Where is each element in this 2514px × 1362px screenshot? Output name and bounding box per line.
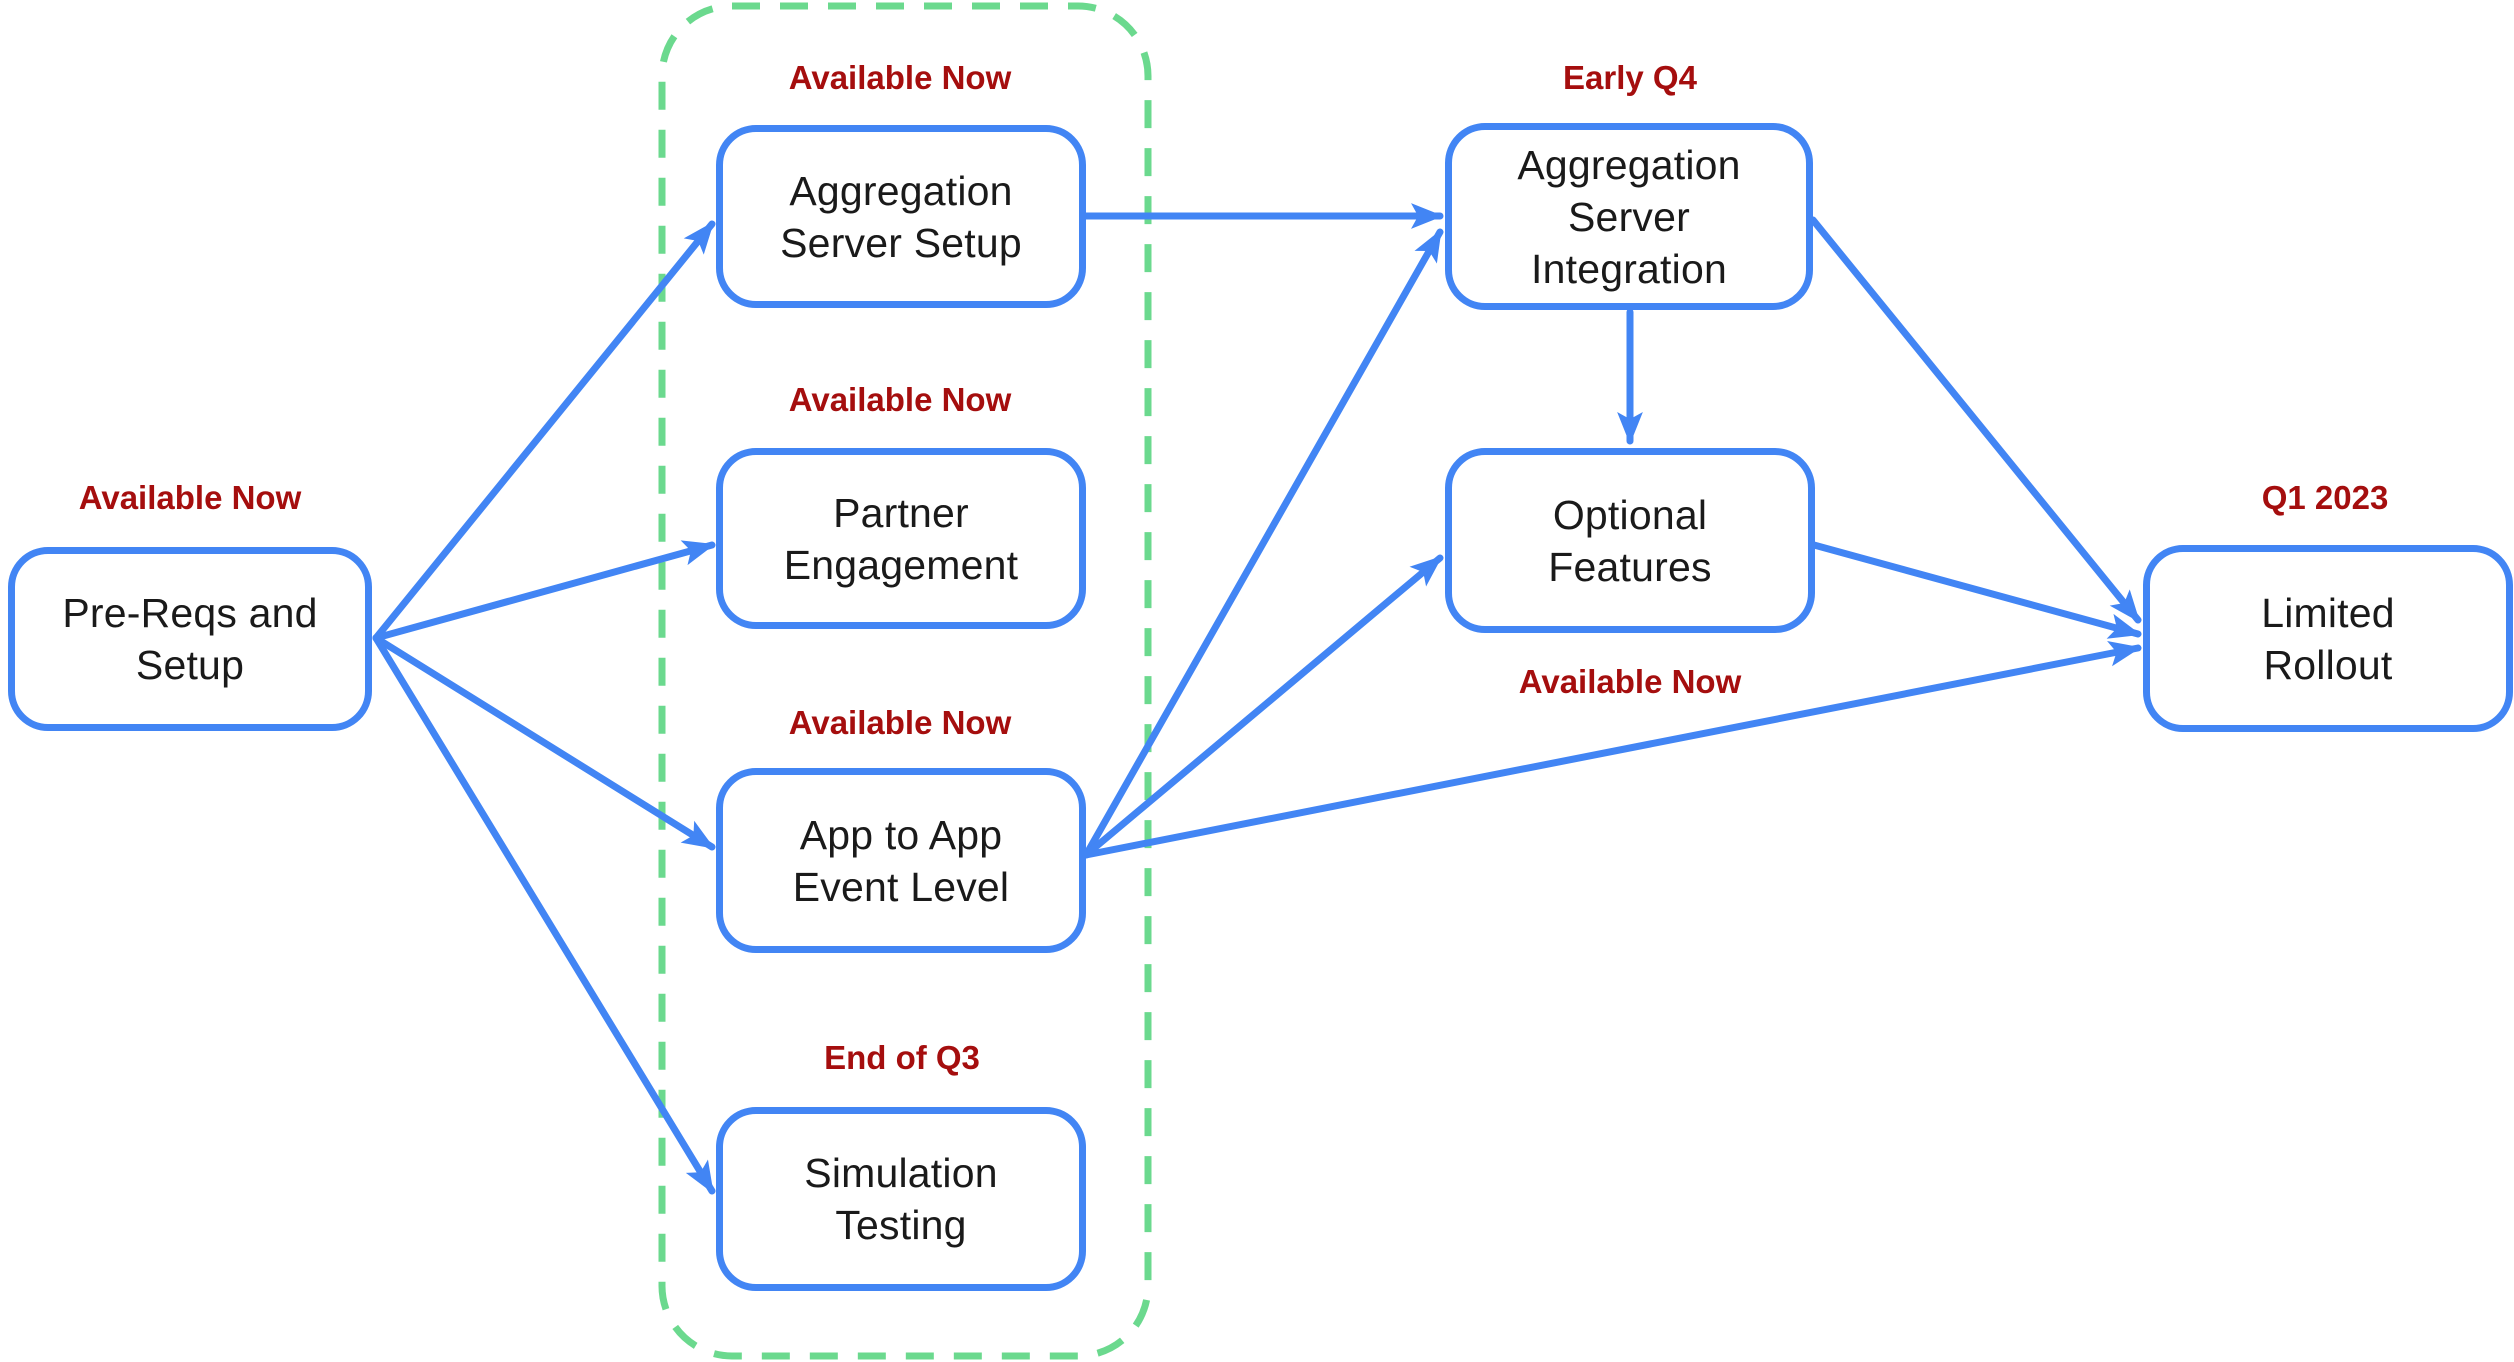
arrow-agg-integration-to-rollout bbox=[1809, 216, 2142, 624]
node-partner-engagement: Partner Engagement bbox=[716, 448, 1086, 629]
node-label-agg-setup: Aggregation Server Setup bbox=[780, 167, 1022, 266]
node-label-partner: Partner Engagement bbox=[783, 489, 1019, 588]
node-label-optional: Optional Features bbox=[1548, 491, 1712, 590]
node-label-agg-integration: Aggregation Server Integration bbox=[1517, 141, 1741, 292]
node-label-app-to-app: App to App Event Level bbox=[792, 811, 1010, 910]
node-app-to-app-event-level: App to App Event Level bbox=[716, 768, 1086, 953]
status-optional: Available Now bbox=[1518, 663, 1742, 700]
node-limited-rollout: Limited Rollout bbox=[2143, 545, 2513, 732]
arrow-app-to-app-to-agg-integration bbox=[1082, 228, 1444, 859]
node-pre-reqs-and-setup: Pre-Reqs and Setup bbox=[8, 547, 372, 731]
status-pre-reqs: Available Now bbox=[78, 479, 302, 516]
available-now-group-outline bbox=[658, 2, 1152, 1360]
arrow-pre-reqs-to-agg-setup bbox=[372, 220, 716, 642]
status-rollout: Q1 2023 bbox=[2261, 479, 2389, 516]
status-simulation: End of Q3 bbox=[824, 1039, 980, 1076]
node-aggregation-server-integration: Aggregation Server Integration bbox=[1445, 123, 1813, 310]
node-label-rollout: Limited Rollout bbox=[2261, 589, 2395, 688]
status-agg-integration: Early Q4 bbox=[1563, 59, 1697, 96]
status-partner: Available Now bbox=[788, 381, 1012, 418]
status-app-to-app: Available Now bbox=[788, 704, 1012, 741]
arrow-pre-reqs-to-app-to-app bbox=[372, 634, 716, 851]
arrow-optional-to-rollout bbox=[1810, 541, 2142, 639]
arrow-app-to-app-to-rollout bbox=[1082, 640, 2142, 859]
arrow-app-to-app-to-optional bbox=[1082, 554, 1444, 859]
arrow-pre-reqs-to-simulation bbox=[372, 634, 716, 1195]
node-optional-features: Optional Features bbox=[1445, 448, 1815, 633]
node-aggregation-server-setup: Aggregation Server Setup bbox=[716, 125, 1086, 308]
node-label-simulation: Simulation Testing bbox=[804, 1150, 998, 1248]
node-simulation-testing: Simulation Testing bbox=[716, 1107, 1086, 1291]
status-agg-setup: Available Now bbox=[788, 59, 1012, 96]
arrow-pre-reqs-to-partner bbox=[372, 540, 716, 642]
node-label-pre-reqs: Pre-Reqs and Setup bbox=[62, 590, 318, 688]
